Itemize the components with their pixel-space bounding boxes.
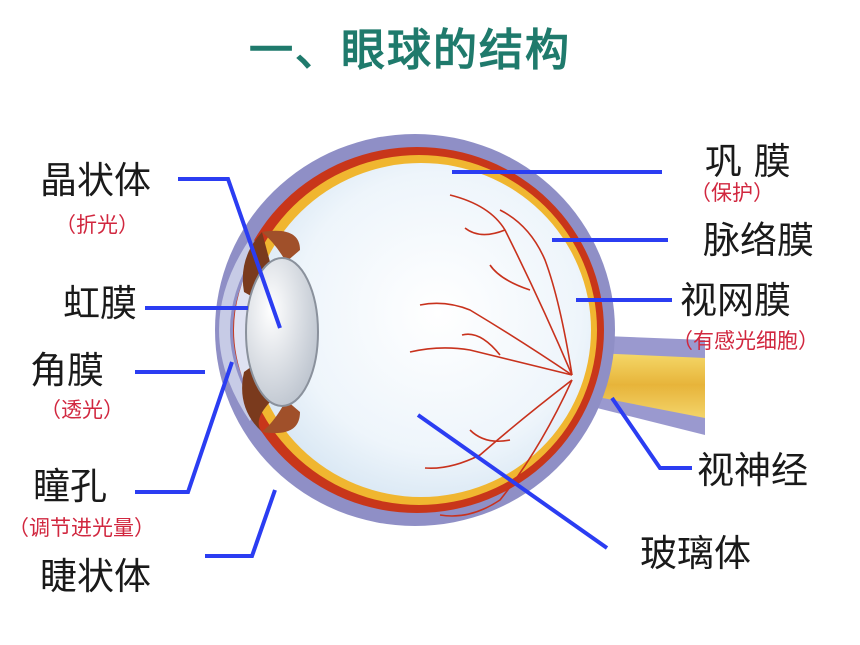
page-title: 一、眼球的结构 <box>249 25 571 76</box>
note-pupil: （调节进光量） <box>8 516 155 540</box>
leader-line-pupil <box>135 361 234 494</box>
label-vitreous-body: 玻璃体 <box>640 532 751 575</box>
leader-line-vitreous <box>416 413 609 550</box>
note-sclera: （保护） <box>690 181 774 205</box>
label-retina: 视网膜 <box>680 279 791 322</box>
label-choroid: 脉络膜 <box>703 219 814 262</box>
leader-line-lens <box>178 177 282 329</box>
leader-line-ciliary <box>205 489 277 558</box>
note-crystalline-lens: （折光） <box>55 213 139 237</box>
lens-shape <box>245 257 319 407</box>
label-iris: 虹膜 <box>63 282 137 325</box>
ciliary-body-shape <box>262 230 300 262</box>
note-cornea: （透光） <box>40 398 124 422</box>
retinal-vessels <box>409 194 573 517</box>
leader-line-optic-nerve <box>610 396 692 470</box>
vitreous-shape <box>251 163 591 497</box>
label-pupil: 瞳孔 <box>33 465 107 508</box>
label-cornea: 角膜 <box>30 349 104 392</box>
label-sclera: 巩 膜 <box>705 140 791 183</box>
note-retina: （有感光细胞） <box>672 329 819 353</box>
leader-lines <box>135 170 692 558</box>
label-ciliary-body: 睫状体 <box>40 555 151 598</box>
label-optic-nerve: 视神经 <box>697 449 808 492</box>
label-crystalline-lens: 晶状体 <box>40 159 151 202</box>
